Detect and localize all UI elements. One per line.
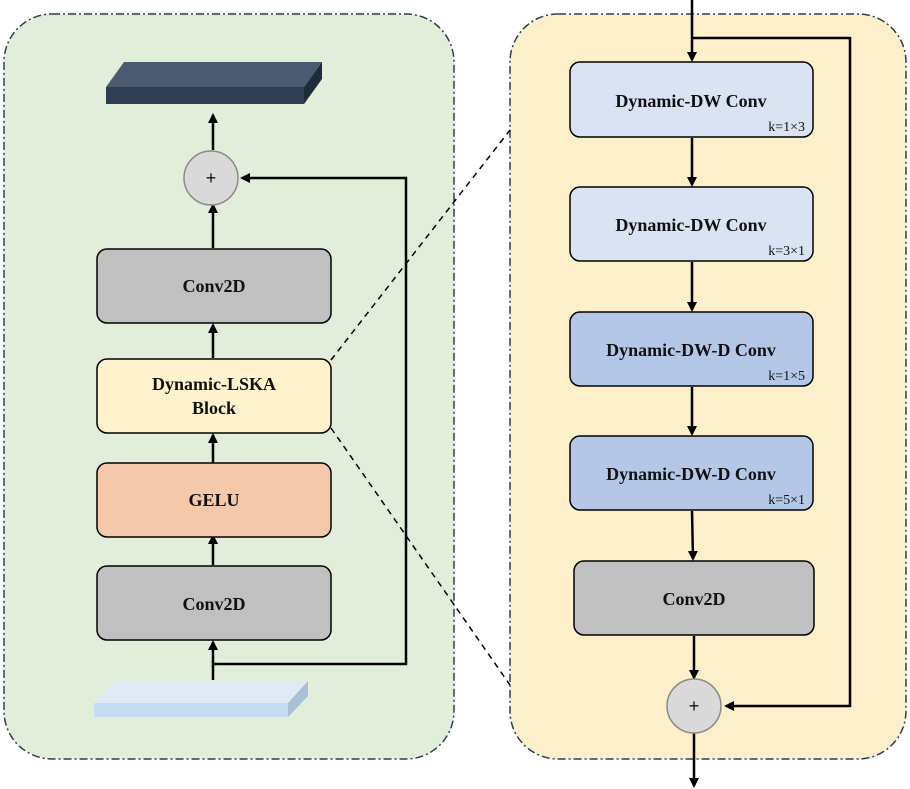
- dw-conv-3x1-block: Dynamic-DW Conv k=3×1: [569, 186, 814, 262]
- conv2d-top-block: Conv2D: [96, 248, 332, 324]
- output-tensor: [106, 62, 322, 104]
- input-tensor: [94, 681, 308, 717]
- dw-conv-1x3-label: Dynamic-DW Conv: [615, 91, 766, 111]
- conv2d-bottom-label: Conv2D: [182, 594, 245, 614]
- dwd-conv-5x1-label: Dynamic-DW-D Conv: [606, 464, 776, 484]
- dwd-conv-1x5-label: Dynamic-DW-D Conv: [606, 340, 776, 360]
- zoom-line-top: [330, 129, 511, 361]
- dwd-conv-5x1-kernel: k=5×1: [768, 493, 805, 508]
- zoom-line-bottom: [330, 427, 511, 686]
- dwd-conv-5x1-block: Dynamic-DW-D Conv k=5×1: [569, 435, 814, 511]
- right-add-node: +: [666, 678, 722, 734]
- dwd-conv-1x5-block: Dynamic-DW-D Conv k=1×5: [569, 311, 814, 387]
- dw-conv-3x1-kernel: k=3×1: [768, 244, 805, 259]
- right-add-symbol: +: [689, 696, 700, 716]
- arrow-dwd2-to-conv2d: [687, 510, 698, 561]
- lska-block: Dynamic-LSKA Block: [96, 358, 332, 434]
- gelu-label: GELU: [188, 490, 239, 510]
- conv2d-right-block: Conv2D: [573, 560, 815, 636]
- dw-conv-1x3-block: Dynamic-DW Conv k=1×3: [569, 61, 814, 138]
- lska-block-label-line1: Dynamic-LSKA: [152, 374, 276, 394]
- gelu-block: GELU: [96, 462, 332, 538]
- left-skip-connection: [213, 173, 408, 666]
- conv2d-bottom-block: Conv2D: [96, 565, 332, 641]
- dwd-conv-1x5-kernel: k=1×5: [768, 369, 805, 384]
- right-skip-connection: [692, 36, 852, 711]
- conv2d-right-label: Conv2D: [662, 589, 725, 609]
- left-add-node: +: [183, 150, 239, 206]
- lska-block-label-line2: Block: [192, 398, 236, 418]
- dw-conv-1x3-kernel: k=1×3: [768, 120, 805, 135]
- left-add-symbol: +: [206, 168, 217, 188]
- dw-conv-3x1-label: Dynamic-DW Conv: [615, 215, 766, 235]
- conv2d-top-label: Conv2D: [182, 276, 245, 296]
